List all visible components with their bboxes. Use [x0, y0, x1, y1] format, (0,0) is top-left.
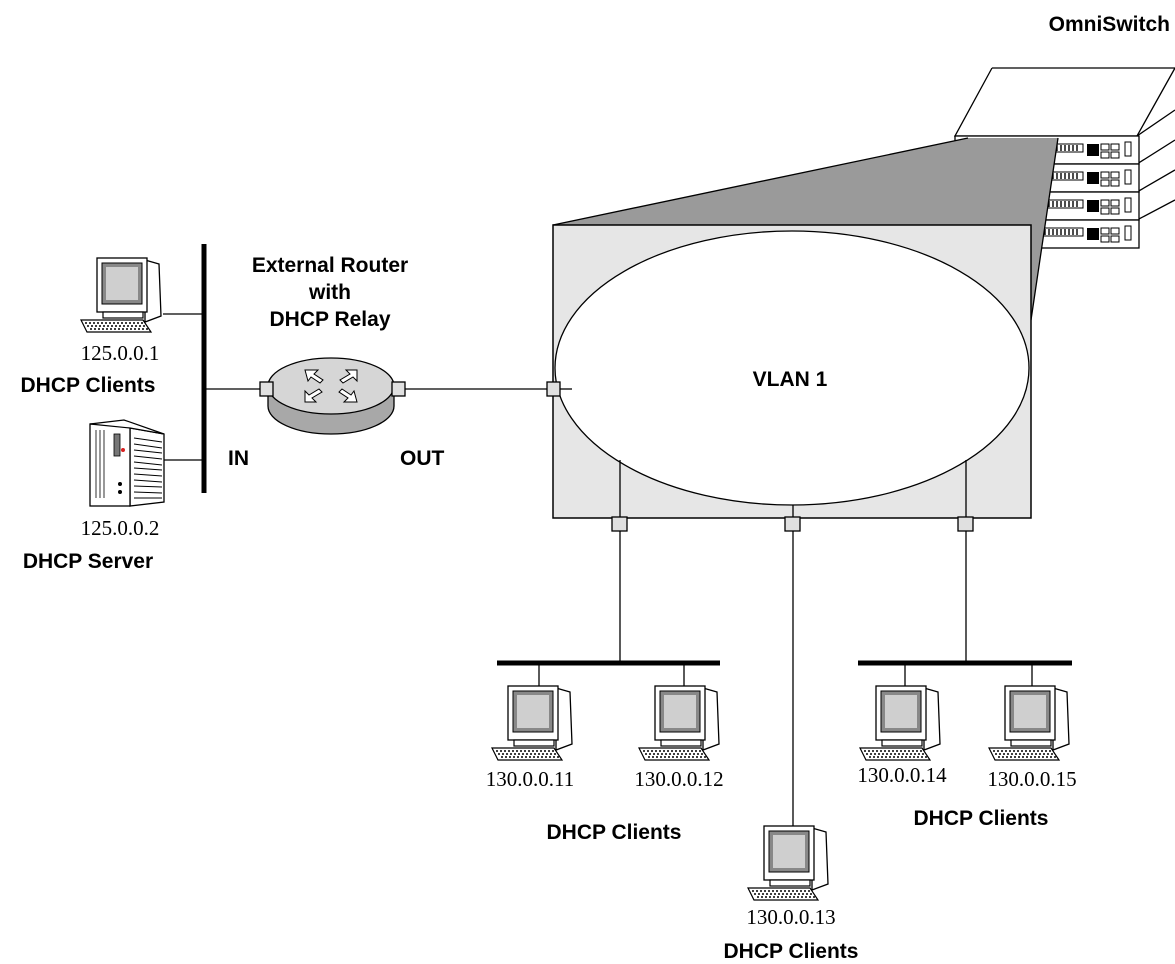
- group-a-label: DHCP Clients: [547, 821, 682, 844]
- client-ip-130-0-0-14: 130.0.0.14: [857, 763, 947, 787]
- client-label-left: DHCP Clients: [21, 374, 156, 397]
- server-label: DHCP Server: [23, 550, 153, 573]
- router-label-line3: DHCP Relay: [270, 308, 391, 331]
- client-computer-130-0-0-13: [747, 825, 829, 901]
- router-in-port: [259, 381, 274, 397]
- client-computer-130-0-0-15: [988, 685, 1070, 761]
- group-c-label: DHCP Clients: [914, 807, 1049, 830]
- switch-port-uplink: [546, 381, 561, 397]
- router-label-line1: External Router: [252, 254, 408, 277]
- switch-port-b: [784, 516, 801, 532]
- desktop-computer-icon: [638, 685, 720, 761]
- desktop-computer-icon: [859, 685, 941, 761]
- client-computer-130-0-0-14: [859, 685, 941, 761]
- client-computer-130-0-0-11: [491, 685, 573, 761]
- router-icon: [267, 357, 395, 435]
- client-computer-125-0-0-1: [80, 257, 162, 333]
- tower-server-icon: [89, 419, 165, 507]
- vlan-ellipse: [554, 230, 1030, 506]
- server-ip-125-0-0-2: 125.0.0.2: [81, 516, 160, 540]
- out-label: OUT: [400, 447, 445, 470]
- client-computer-130-0-0-12: [638, 685, 720, 761]
- client-ip-130-0-0-13: 130.0.0.13: [746, 905, 835, 929]
- in-label: IN: [228, 447, 249, 470]
- switch-port-c: [957, 516, 974, 532]
- client-ip-130-0-0-11: 130.0.0.11: [486, 767, 574, 791]
- client-ip-130-0-0-12: 130.0.0.12: [634, 767, 723, 791]
- zoom-edge-lines: [552, 137, 1059, 321]
- dhcp-server: [89, 419, 165, 507]
- omniswitch-label: OmniSwitch: [1049, 13, 1170, 36]
- client-ip-130-0-0-15: 130.0.0.15: [987, 767, 1076, 791]
- desktop-computer-icon: [747, 825, 829, 901]
- desktop-computer-icon: [80, 257, 162, 333]
- group-b-label: DHCP Clients: [724, 940, 859, 963]
- vlan-label: VLAN 1: [753, 368, 828, 391]
- client-ip-125-0-0-1: 125.0.0.1: [81, 341, 160, 365]
- router-out-port: [391, 381, 406, 397]
- desktop-computer-icon: [988, 685, 1070, 761]
- router-label-line2: with: [308, 281, 351, 304]
- desktop-computer-icon: [491, 685, 573, 761]
- switch-port-a: [611, 516, 628, 532]
